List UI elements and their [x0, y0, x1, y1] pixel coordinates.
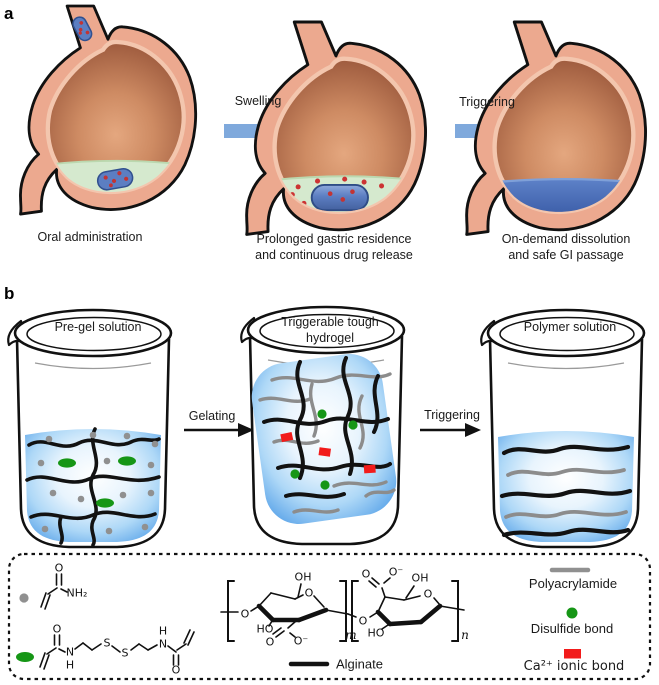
polyacrylamide-label: Polyacrylamide — [528, 576, 618, 591]
crosslinker-s1-label: S — [103, 636, 111, 650]
gel-network-black — [262, 356, 392, 499]
compressed-pill — [96, 168, 134, 191]
monomer-dot-swatch — [19, 593, 29, 603]
gelating-arrow — [184, 423, 254, 437]
panel-a-label: a — [4, 4, 14, 23]
caption-oral-administration: Oral administration — [37, 230, 143, 244]
triggering-arrow-label: Triggering — [459, 95, 515, 109]
beaker-hydrogel-label-line2: hydrogel — [306, 331, 354, 345]
acrylamide-o-label: O — [54, 561, 64, 575]
triggering-arrow-b — [420, 423, 481, 437]
disulfide-dot-swatch — [566, 607, 578, 619]
caption-dissolution-line2: and safe GI passage — [508, 248, 624, 262]
beaker-hydrogel-label: Triggerable tough hydrogel — [281, 314, 379, 346]
caption-dissolution: On-demand dissolution and safe GI passag… — [502, 231, 631, 263]
crosslinker-o-right-label: O — [171, 663, 181, 677]
caption-gastric-residence: Prolonged gastric residence and continuo… — [255, 231, 413, 263]
acrylamide-nh2-label: NH₂ — [66, 586, 88, 600]
caption-dissolution-line1: On-demand dissolution — [501, 232, 631, 246]
swollen-pill — [310, 183, 369, 212]
alginate-m-subscript: m — [345, 628, 357, 642]
gel-network-gray — [258, 372, 396, 514]
calcium-bond-squares — [280, 431, 376, 474]
stomach-oral-administration — [20, 6, 195, 214]
acrylamide-structure — [40, 573, 68, 610]
alginate-n-ho-label: HO — [367, 626, 385, 640]
alginate-m-oh-label: OH — [294, 570, 312, 584]
beaker-hydrogel-label-line1: Triggerable tough — [281, 315, 379, 329]
stomach-gastric-residence — [247, 22, 426, 234]
alginate-m-ring-o-label: O — [304, 586, 314, 600]
alginate-n-ring-o-label: O — [423, 587, 433, 601]
dissolved-chains — [499, 444, 633, 538]
caption-gastric-residence-line2: and continuous drug release — [255, 248, 413, 262]
triggering-arrow-b-label: Triggering — [424, 408, 480, 422]
alginate-m-carboxylate-o-label: O⁻ — [293, 634, 309, 648]
panel-b-label: b — [4, 284, 15, 303]
alginate-unit-m-structure — [220, 580, 349, 642]
disulfide-bond-label: Disulfide bond — [530, 621, 614, 636]
disulfide-bond-dots — [290, 409, 358, 490]
monomer-dots — [37, 431, 159, 535]
alginate-unit-n-structure — [347, 577, 465, 642]
crosslinker-n-left-label: N — [65, 645, 75, 659]
alginate-n-glyco-o-label: O — [358, 614, 368, 628]
pill-in-esophagus — [72, 16, 93, 42]
crosslinker-ellipse-swatch — [16, 652, 34, 662]
stomach-dissolution — [467, 22, 646, 234]
beaker-pregel — [6, 308, 173, 549]
alginate-m-glyco-o-label: O — [240, 607, 250, 621]
beaker-hydrogel — [239, 305, 406, 546]
beaker-polymer-solution — [479, 308, 646, 549]
alginate-n-carboxylate-o-label: O⁻ — [388, 565, 404, 579]
crosslinker-ellipses — [58, 456, 136, 508]
disulfide-crosslinker-structure — [39, 629, 195, 670]
crosslinker-n-right-label: N — [158, 637, 168, 651]
calcium-bond-label: Ca²⁺ ionic bond — [523, 659, 625, 674]
alginate-strands — [25, 427, 161, 547]
caption-gastric-residence-line1: Prolonged gastric residence — [256, 232, 412, 246]
gelating-arrow-label: Gelating — [188, 409, 236, 423]
crosslinker-o-left-label: O — [52, 622, 62, 636]
alginate-n-subscript: n — [461, 628, 469, 642]
beaker-pregel-label: Pre-gel solution — [54, 320, 142, 334]
swelling-arrow-label: Swelling — [234, 94, 282, 108]
alginate-n-carbonyl-o-label: O — [361, 567, 371, 581]
alginate-m-carbonyl-o-label: O — [265, 635, 275, 649]
alginate-label: Alginate — [336, 656, 383, 672]
crosslinker-h-left-label: H — [65, 658, 75, 672]
alginate-m-ho-label: HO — [256, 622, 274, 636]
crosslinker-s2-label: S — [121, 646, 129, 660]
alginate-n-oh-label: OH — [411, 571, 429, 585]
legend-box — [7, 552, 652, 681]
calcium-square-swatch — [564, 649, 581, 659]
beaker-polymer-label: Polymer solution — [523, 320, 617, 334]
crosslinker-h-right-label: H — [158, 624, 168, 638]
